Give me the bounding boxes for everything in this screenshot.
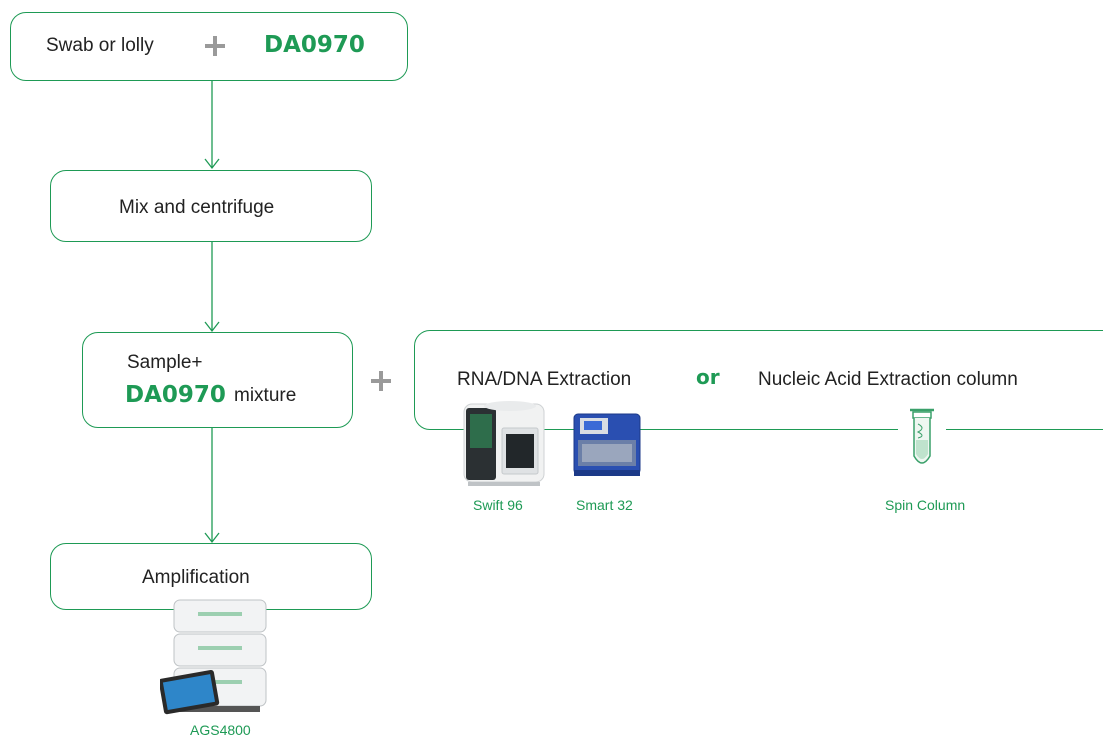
spin-column-icon	[910, 408, 934, 464]
spin-column-caption: Spin Column	[885, 497, 966, 513]
step-swab-brand: DA0970	[264, 32, 365, 58]
step-mix-label: Mix and centrifuge	[119, 197, 275, 218]
swift96-instrument-image	[463, 401, 545, 486]
extraction-option-b: Nucleic Acid Extraction column	[758, 369, 1018, 390]
smart32-instrument-image	[573, 413, 641, 476]
swift96-caption: Swift 96	[473, 497, 523, 513]
plus-icon	[205, 36, 225, 56]
ags4800-caption: AGS4800	[190, 722, 251, 738]
step-mix-box	[50, 170, 372, 242]
step-sample-box	[82, 332, 353, 428]
step-swab-label: Swab or lolly	[46, 35, 154, 56]
step-swab-box	[10, 12, 408, 81]
step-sample-suffix: mixture	[234, 385, 297, 406]
plus-icon	[371, 371, 391, 391]
extraction-option-a: RNA/DNA Extraction	[457, 369, 632, 390]
step-amplification-label: Amplification	[142, 567, 250, 588]
smart32-caption: Smart 32	[576, 497, 633, 513]
step-sample-line1: Sample+	[127, 352, 203, 373]
ags4800-instrument-image	[160, 599, 267, 715]
step-sample-brand: DA0970	[125, 382, 226, 408]
extraction-or: or	[696, 365, 720, 389]
